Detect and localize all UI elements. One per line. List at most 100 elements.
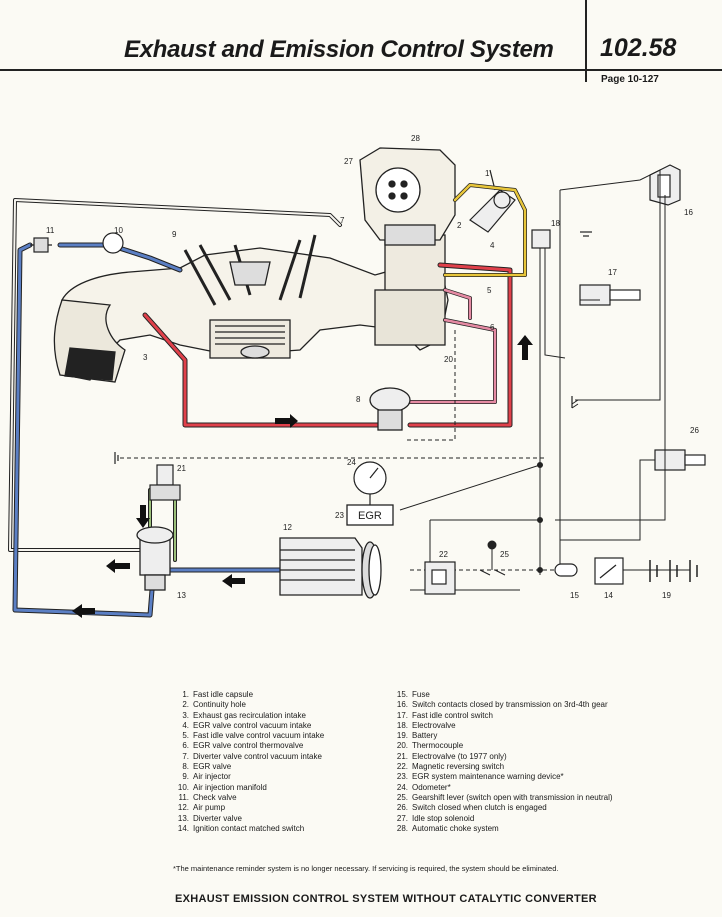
air-pump (279, 537, 382, 599)
legend-item: 25.Gearshift lever (switch open with tra… (392, 793, 613, 803)
callout-7: 7 (340, 216, 345, 225)
legend-item: 23.EGR system maintenance warning device… (392, 772, 613, 782)
legend-item: 19. Battery (392, 731, 613, 741)
legend-item-text: Electrovalve (to 1977 only) (412, 751, 507, 761)
switch-17 (579, 284, 641, 306)
legend-item: 12. Air pump (173, 803, 324, 813)
legend-item-text: Air pump (193, 803, 226, 813)
legend-item-number: 2. (182, 700, 189, 710)
legend-item-number: 21. (396, 751, 408, 761)
diverter-valve (136, 526, 174, 591)
carburetor (359, 147, 456, 246)
legend-item-number: 12. (177, 803, 189, 813)
callout-20: 20 (444, 355, 453, 364)
legend-item-number: 28. (396, 823, 408, 833)
callout-25: 25 (500, 550, 509, 559)
legend-item-text: Air injector (193, 772, 231, 782)
header-divider-horizontal (0, 69, 722, 71)
flow-arrows (72, 335, 533, 618)
ground-symbol (114, 231, 592, 464)
legend-item-number: 14. (177, 823, 189, 833)
legend-item-number: 20. (396, 741, 408, 751)
callout-24: 24 (347, 458, 356, 467)
legend-item: 27. Idle stop solenoid (392, 814, 613, 824)
flow-arrow-right-icon (275, 414, 298, 428)
battery (649, 560, 698, 582)
legend-item: 9. Air injector (173, 772, 324, 782)
legend-item-text: Exhaust gas recirculation intake (193, 710, 306, 720)
legend-item-text: Odometer* (412, 782, 451, 792)
page-title: Exhaust and Emission Control System (124, 36, 554, 63)
legend-item-number: 15. (396, 690, 408, 699)
legend-item: 17.Fast idle control switch (392, 711, 613, 721)
callout-2: 2 (457, 221, 462, 230)
legend-item: 24. Odometer* (392, 783, 613, 793)
legend-item: 22. Magnetic reversing switch (392, 762, 613, 772)
legend-item: 15. Fuse (392, 690, 613, 700)
callout-10: 10 (114, 226, 123, 235)
callout-3: 3 (143, 353, 148, 362)
legend-item-number: 8. (182, 762, 189, 772)
legend-item: 3. Exhaust gas recirculation intake (173, 711, 324, 721)
legend-item-text: Electrovalve (412, 720, 456, 730)
legend-item-number: 7. (182, 751, 189, 761)
flow-arrow-down-icon (136, 505, 150, 528)
callout-13: 13 (177, 591, 186, 600)
legend-item-number: 19. (396, 731, 408, 741)
legend-item-number: 4. (182, 720, 189, 730)
legend-item-text: Magnetic reversing switch (412, 762, 505, 772)
callout-1: 1 (485, 169, 490, 178)
legend-item: 5.Fast idle valve control vacuum intake (173, 731, 324, 741)
legend-item-number: 27. (396, 813, 408, 823)
callout-4: 4 (490, 241, 495, 250)
switch-26 (654, 449, 706, 471)
legend-item-number: 3. (182, 710, 189, 720)
legend-item-text: Fast idle valve control vacuum intake (193, 731, 325, 741)
legend-item-number: 1. (182, 690, 189, 699)
fast-idle-capsule (469, 169, 516, 233)
legend-item-number: 23. (396, 772, 408, 782)
legend-item: 20. Thermocouple (392, 741, 613, 751)
legend-item-text: Idle stop solenoid (412, 813, 475, 823)
legend-item-text: Check valve (193, 792, 237, 802)
legend-item: 1.Fast idle capsule (173, 690, 324, 700)
legend-item-text: Battery (412, 731, 438, 741)
legend-item-number: 26. (396, 803, 408, 813)
callout-22: 22 (439, 550, 448, 559)
legend-item-number: 9. (182, 772, 189, 782)
callout-27: 27 (344, 157, 353, 166)
flow-arrow-left-icon (72, 604, 95, 618)
footnote: *The maintenance reminder system is no l… (173, 864, 559, 873)
legend-item-text: Fuse (412, 690, 430, 699)
legend-item-number: 16. (396, 700, 408, 710)
legend-item: 14. Ignition contact matched switch (173, 824, 324, 834)
legend-item-text: Automatic choke system (412, 823, 499, 833)
callout-6: 6 (490, 323, 495, 332)
legend-item-number: 6. (182, 741, 189, 751)
callout-14: 14 (604, 591, 613, 600)
legend-item: 21. Electrovalve (to 1977 only) (392, 752, 613, 762)
switch-16 (649, 164, 681, 206)
electrovalve-21 (149, 464, 181, 501)
legend-item-text: EGR valve control vacuum intake (193, 720, 312, 730)
legend-item-number: 17. (396, 710, 408, 720)
legend-item: 11.Check valve (173, 793, 324, 803)
legend-item-text: Switch closed when clutch is engaged (412, 803, 547, 813)
legend-item: 18.Electrovalve (392, 721, 613, 731)
legend-item-number: 22. (396, 762, 408, 772)
legend-item-number: 24. (396, 782, 408, 792)
legend-item: 8.EGR valve (173, 762, 324, 772)
legend-item: 2.Continuity hole (173, 700, 324, 710)
section-number: 102.58 (600, 34, 677, 62)
legend-item-text: Thermocouple (412, 741, 464, 751)
callout-18: 18 (551, 219, 560, 228)
legend-item-text: Ignition contact matched switch (193, 823, 305, 833)
legend-item: 16.Switch contacts closed by transmissio… (392, 700, 613, 710)
egr-display-text: EGR (358, 510, 382, 522)
callout-labels: 1 2 3 4 5 6 7 8 9 10 11 12 13 14 15 16 1… (46, 134, 699, 600)
legend-item: 4. EGR valve control vacuum intake (173, 721, 324, 731)
callout-15: 15 (570, 591, 579, 600)
callout-5: 5 (487, 286, 492, 295)
